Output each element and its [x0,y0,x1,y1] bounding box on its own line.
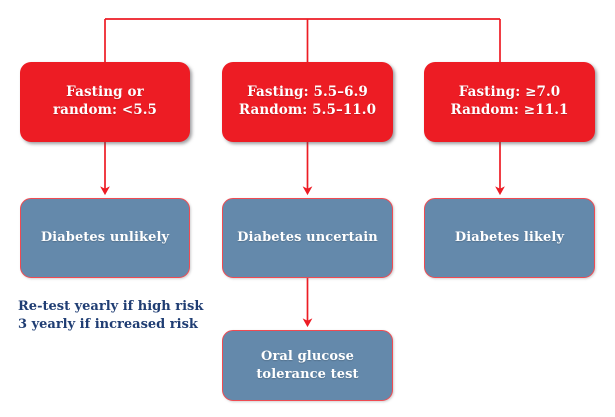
decision-high-line2: Random: ≥11.1 [450,102,569,118]
outcome-node-likely[interactable]: Diabetes likely [424,198,595,278]
footnote-line2: 3 yearly if increased risk [18,317,198,333]
retest-footnote: Re-test yearly if high risk 3 yearly if … [18,298,233,335]
ogtt-line1: Oral glucose [261,349,354,365]
outcome-uncertain-line1: Diabetes uncertain [237,230,378,246]
ogtt-line2: tolerance test [256,366,359,382]
outcome-node-uncertain-text: Diabetes uncertain [229,229,386,246]
followup-node-ogtt[interactable]: Oral glucose tolerance test [222,330,393,401]
outcome-likely-line1: Diabetes likely [454,230,565,246]
decision-node-high[interactable]: Fasting: ≥7.0 Random: ≥11.1 [424,62,595,142]
followup-node-ogtt-text: Oral glucose tolerance test [248,348,366,382]
decision-node-intermediate-text: Fasting: 5.5–6.9 Random: 5.5–11.0 [231,84,384,120]
outcome-node-unlikely-text: Diabetes unlikely [33,229,177,246]
decision-node-low[interactable]: Fasting or random: <5.5 [20,62,190,142]
top-distribution-bus [104,18,501,62]
decision-node-intermediate[interactable]: Fasting: 5.5–6.9 Random: 5.5–11.0 [222,62,393,142]
outcome-node-likely-text: Diabetes likely [447,229,572,246]
outcome-node-unlikely[interactable]: Diabetes unlikely [20,198,190,278]
outcome-node-uncertain[interactable]: Diabetes uncertain [222,198,393,278]
decision-node-high-text: Fasting: ≥7.0 Random: ≥11.1 [443,84,577,120]
decision-intermediate-line1: Fasting: 5.5–6.9 [247,84,368,101]
decision-intermediate-line2: Random: 5.5–11.0 [238,102,377,118]
outcome-unlikely-line1: Diabetes unlikely [40,230,170,246]
decision-node-low-text: Fasting or random: <5.5 [45,84,165,120]
decision-high-line1: Fasting: ≥7.0 [458,84,561,101]
footnote-line1: Re-test yearly if high risk [18,299,204,314]
decision-low-line2: random: <5.5 [52,102,158,118]
decision-low-line1: Fasting or [66,84,144,101]
